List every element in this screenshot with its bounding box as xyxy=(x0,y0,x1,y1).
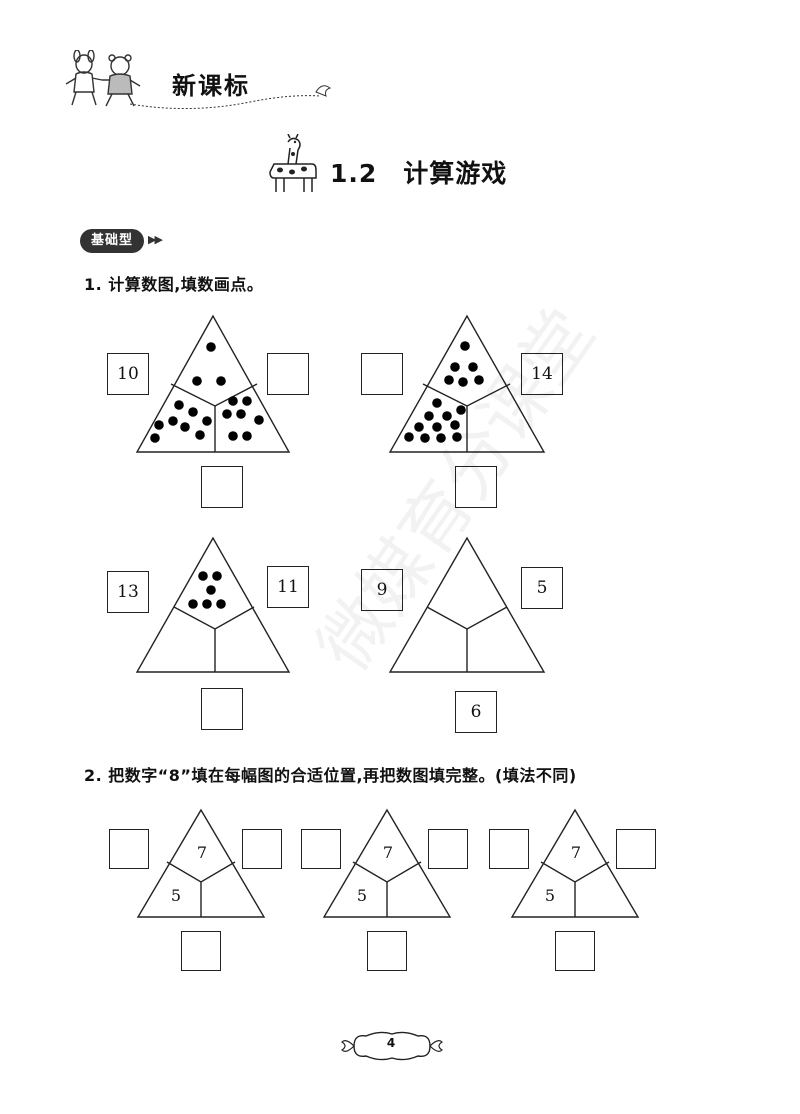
dots-top-3 xyxy=(188,571,226,609)
q2-fig2-left-number: 5 xyxy=(357,886,367,905)
dots-right-1 xyxy=(222,396,264,441)
giraffe-icon xyxy=(269,134,317,192)
basic-level-badge: 基础型 xyxy=(80,229,144,253)
q2-fig3-left-number: 5 xyxy=(545,886,555,905)
dots-left-1 xyxy=(150,400,212,443)
q2-fig2-top-number: 7 xyxy=(383,843,393,862)
q2-fig1-left-number: 5 xyxy=(171,886,181,905)
fig1-bottom-box[interactable] xyxy=(201,466,243,508)
fig1-left-box[interactable]: 10 xyxy=(107,353,149,395)
q2-fig1-left-box[interactable] xyxy=(109,829,149,869)
header-decorative-curve xyxy=(130,85,332,110)
arrow-right-icon: ▶▶ xyxy=(148,233,163,246)
page-number-frame xyxy=(341,1031,443,1061)
bear-mascots-illustration xyxy=(65,50,141,107)
triangle-figure-3 xyxy=(135,536,291,673)
dots-top-2 xyxy=(444,341,484,387)
q2-fig1-bottom-box[interactable] xyxy=(181,931,221,971)
dots-left-2 xyxy=(404,398,466,443)
q2-fig3-bottom-box[interactable] xyxy=(555,931,595,971)
q2-fig1-top-number: 7 xyxy=(197,843,207,862)
q2-fig3-right-box[interactable] xyxy=(616,829,656,869)
fig2-left-box[interactable] xyxy=(361,353,403,395)
section-title: 1.2 计算游戏 xyxy=(330,159,508,188)
fig1-right-box[interactable] xyxy=(267,353,309,395)
fig2-bottom-box[interactable] xyxy=(455,466,497,508)
fig3-right-box[interactable]: 11 xyxy=(267,566,309,608)
fig4-bottom-box[interactable]: 6 xyxy=(455,691,497,733)
q2-fig3-left-box[interactable] xyxy=(489,829,529,869)
fig4-right-box[interactable]: 5 xyxy=(521,567,563,609)
q2-fig2-right-box[interactable] xyxy=(428,829,468,869)
q2-triangle-1: 7 5 xyxy=(136,808,266,918)
fig4-left-box[interactable]: 9 xyxy=(361,569,403,611)
fig3-bottom-box[interactable] xyxy=(201,688,243,730)
q2-triangle-3: 7 5 xyxy=(510,808,640,918)
fig2-right-box[interactable]: 14 xyxy=(521,353,563,395)
q2-triangle-2: 7 5 xyxy=(322,808,452,918)
q2-fig3-top-number: 7 xyxy=(571,843,581,862)
triangle-figure-1 xyxy=(135,314,291,453)
header-title: 新课标 xyxy=(172,72,250,100)
page-number: 4 xyxy=(386,1036,396,1050)
fig3-left-box[interactable]: 13 xyxy=(107,571,149,613)
question-2-text: 2. 把数字“8”填在每幅图的合适位置,再把数图填完整。(填法不同) xyxy=(84,766,577,785)
question-1-text: 1. 计算数图,填数画点。 xyxy=(84,275,264,294)
q2-fig2-left-box[interactable] xyxy=(301,829,341,869)
q2-fig1-right-box[interactable] xyxy=(242,829,282,869)
triangle-figure-2 xyxy=(388,314,546,453)
dots-top-1 xyxy=(192,342,226,386)
triangle-figure-4 xyxy=(388,536,546,673)
q2-fig2-bottom-box[interactable] xyxy=(367,931,407,971)
